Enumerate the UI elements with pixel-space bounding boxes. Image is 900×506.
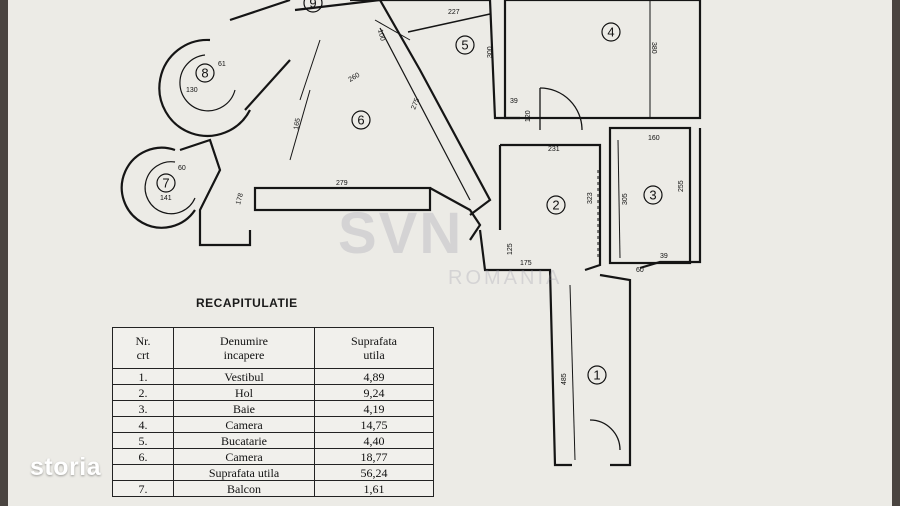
dim-label: 165 [293, 118, 302, 131]
dimension-labels: 227 300 380 100 260 275 165 61 130 39 12… [160, 9, 685, 385]
svg-text:7: 7 [162, 176, 169, 191]
balcony-strip [253, 186, 432, 212]
dim-label: 39 [660, 253, 668, 260]
svg-text:3: 3 [649, 188, 656, 203]
dim-label: 275 [410, 97, 421, 111]
dim-label: 125 [507, 243, 514, 255]
corridor-walls [478, 229, 572, 467]
dim-label: 255 [678, 180, 685, 192]
room-7-marker: 7 [156, 173, 176, 193]
svg-text:4: 4 [607, 25, 614, 40]
svg-text:2: 2 [552, 198, 559, 213]
room-3-walls [608, 126, 692, 265]
storia-logo[interactable]: storia [30, 453, 102, 481]
room-2-walls [500, 143, 602, 272]
dim-label: 231 [548, 146, 560, 153]
dim-label: 485 [561, 373, 568, 385]
recap-title: RECAPITULATIE [196, 296, 298, 310]
dim-label: 141 [160, 195, 172, 202]
dim-label: 380 [650, 42, 657, 54]
dim-label: 178 [235, 192, 245, 205]
dim-label: 60 [636, 267, 644, 274]
room-3-marker: 3 [643, 185, 663, 205]
dim-label: 100 [376, 29, 386, 42]
dim-label: 130 [186, 87, 198, 94]
room-6-marker: 6 [351, 110, 371, 130]
dim-label: 39 [510, 98, 518, 105]
room-5-marker: 5 [455, 35, 475, 55]
dim-label: 120 [525, 110, 532, 122]
dim-label: 305 [622, 193, 629, 205]
svg-text:1: 1 [593, 368, 600, 383]
dim-label: 260 [348, 72, 362, 84]
svg-text:5: 5 [461, 38, 468, 53]
room-8-marker: 8 [195, 63, 215, 83]
room-4-marker: 4 [601, 22, 621, 42]
svg-text:9: 9 [309, 0, 316, 11]
dim-label: 323 [587, 192, 594, 204]
floor-plan-drawing: 227 300 380 100 260 275 165 61 130 39 12… [120, 0, 702, 467]
dim-label: 60 [178, 165, 186, 172]
room-6-walls [294, 0, 492, 216]
dim-label: 175 [520, 260, 532, 267]
col-header-nr: Nr.crt [112, 327, 174, 369]
room-4-walls [503, 0, 702, 120]
room-7-walls [120, 146, 196, 229]
room-8-walls [158, 38, 251, 138]
room-5-walls [410, 0, 520, 120]
svg-text:8: 8 [201, 66, 208, 81]
room-numbers: 1 2 3 4 5 6 7 8 9 [156, 0, 663, 385]
dim-label: 61 [218, 61, 226, 68]
room-9-marker: 9 [303, 0, 323, 13]
dim-label: 160 [648, 135, 660, 142]
dim-label: 227 [448, 9, 460, 16]
room-1-marker: 1 [587, 365, 607, 385]
svg-text:6: 6 [357, 113, 364, 128]
dim-label: 300 [487, 46, 494, 58]
room-2-marker: 2 [546, 195, 566, 215]
dim-label: 279 [336, 180, 348, 187]
